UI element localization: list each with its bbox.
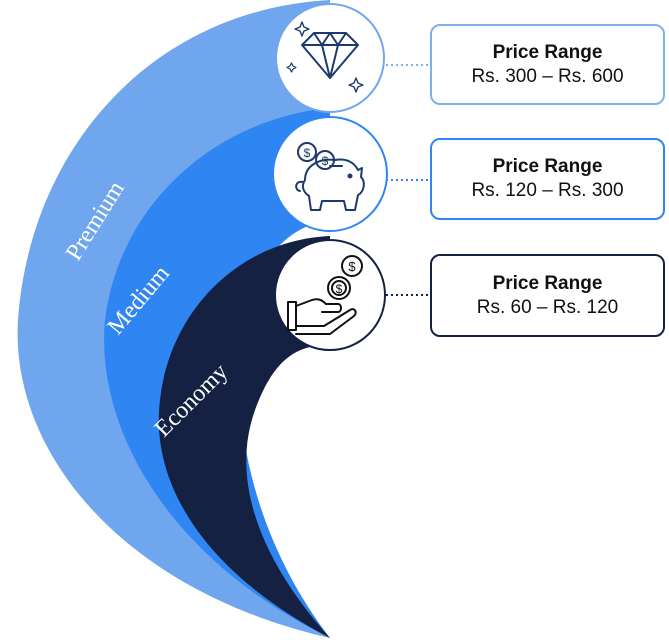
svg-text:$: $ <box>322 154 329 168</box>
price-card-premium: Price Range Rs. 300 – Rs. 600 <box>430 24 665 105</box>
price-card-title: Price Range <box>492 272 603 294</box>
economy-band <box>158 236 330 638</box>
price-card-title: Price Range <box>492 156 603 177</box>
svg-text:$: $ <box>336 282 343 296</box>
svg-text:$: $ <box>304 146 311 160</box>
price-card-range: Rs. 300 – Rs. 600 <box>471 65 624 87</box>
medium-icon-circle <box>272 116 388 232</box>
price-card-medium: Price Range Rs. 120 – Rs. 300 <box>430 138 665 220</box>
price-card-range: Rs. 120 – Rs. 300 <box>471 180 624 201</box>
price-card-economy: Price Range Rs. 60 – Rs. 120 <box>430 254 665 337</box>
piggy-bank-icon: $ $ <box>295 142 365 211</box>
price-card-title: Price Range <box>492 41 603 63</box>
diamond-icon <box>286 21 364 93</box>
svg-text:$: $ <box>348 259 356 274</box>
money-hand-icon: $ $ <box>287 255 363 335</box>
premium-icon-circle <box>275 3 385 113</box>
price-card-range: Rs. 60 – Rs. 120 <box>476 296 619 318</box>
